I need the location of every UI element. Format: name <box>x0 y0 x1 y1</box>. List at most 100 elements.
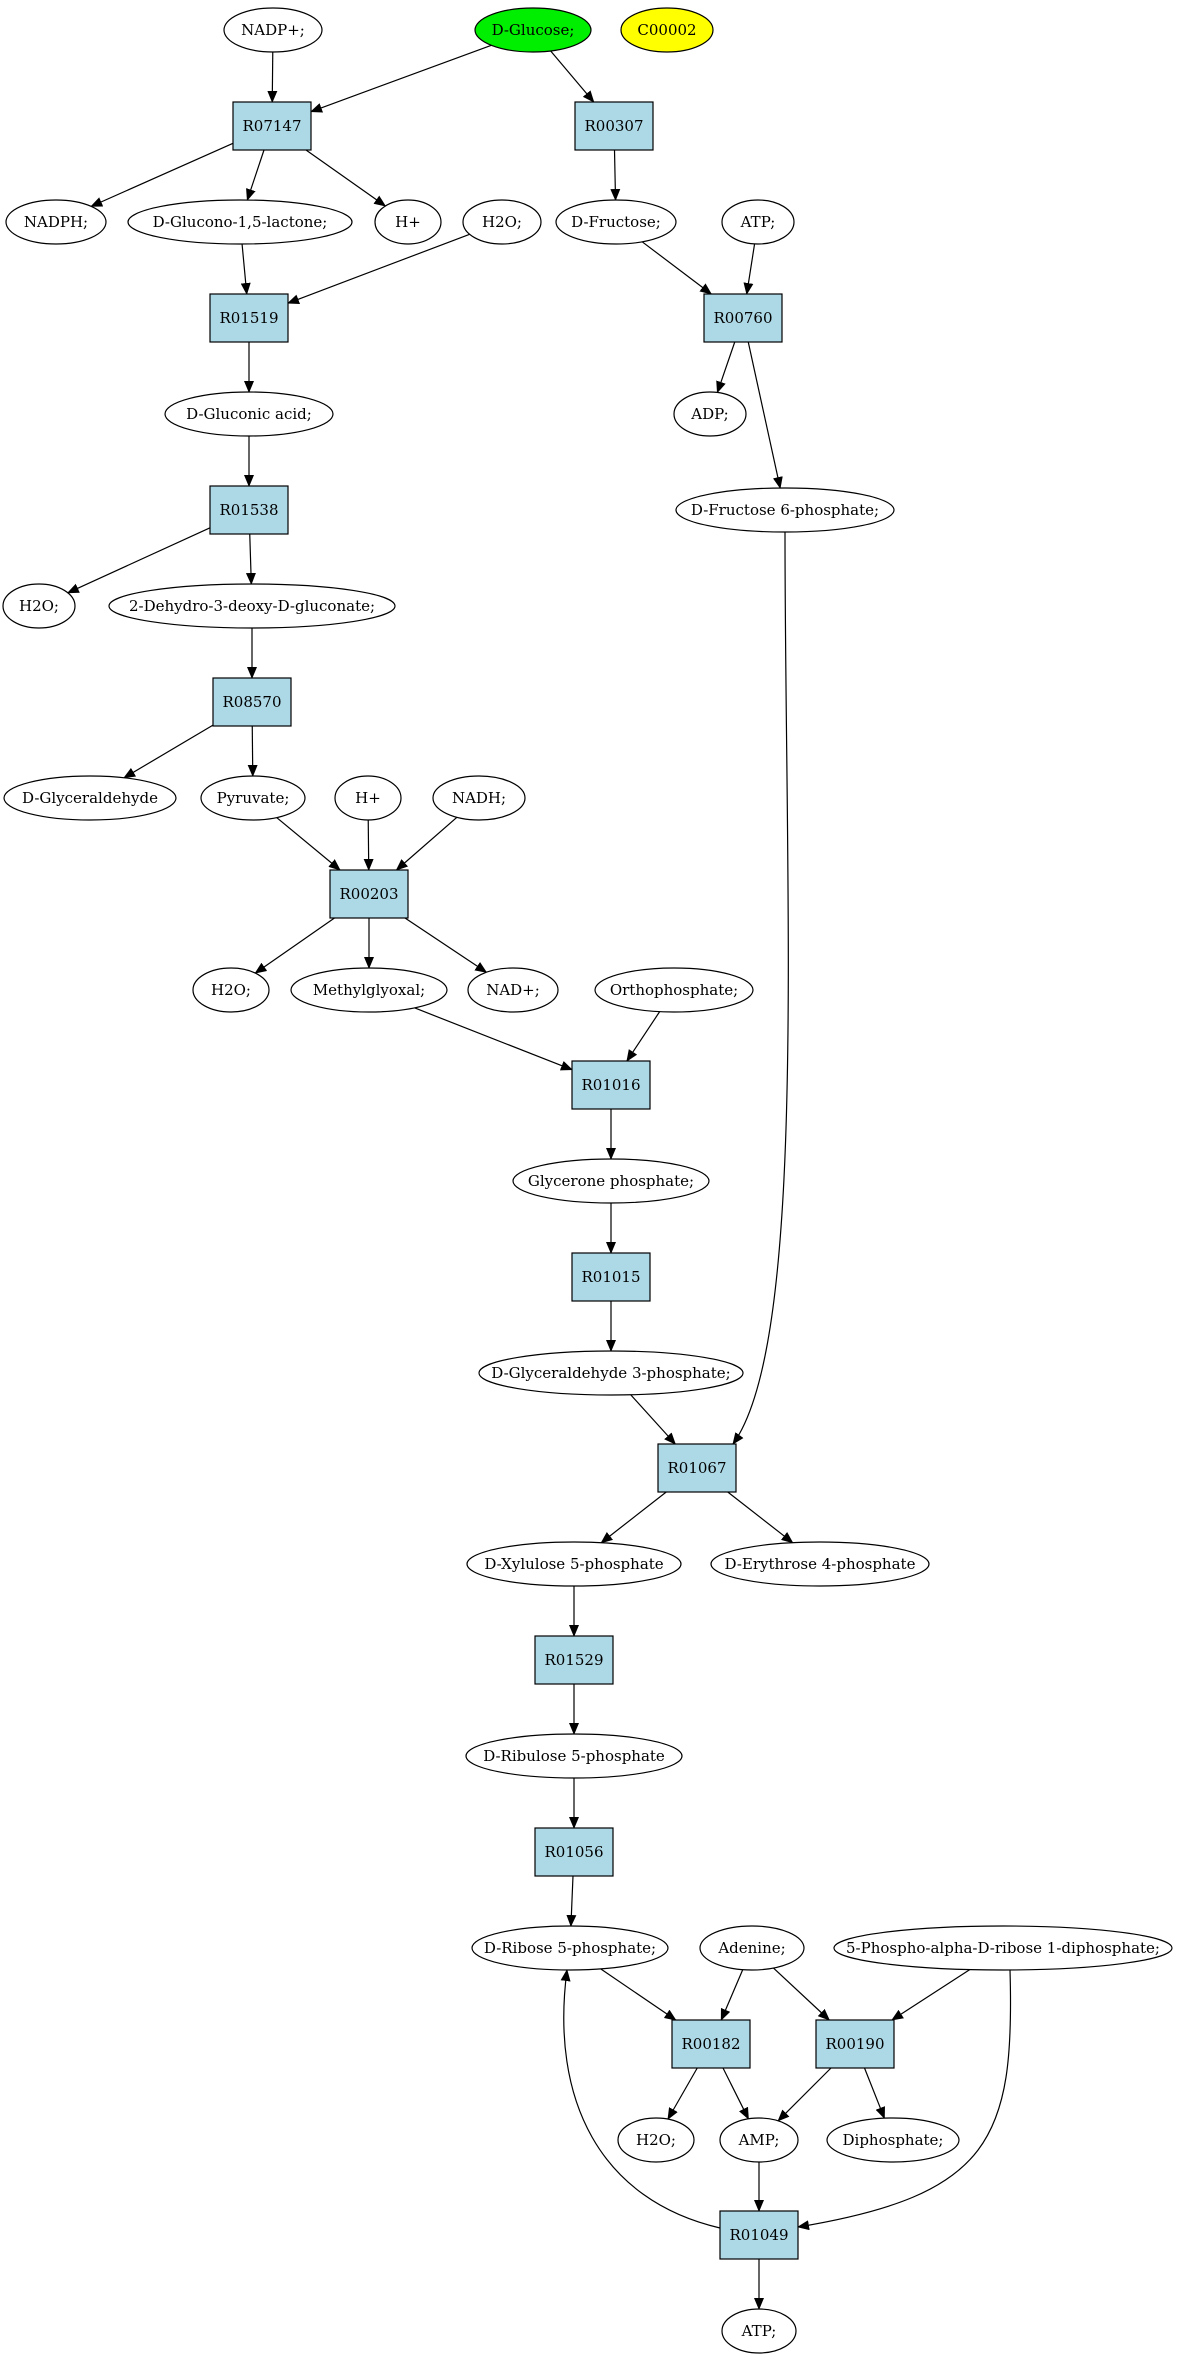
reaction-node-r01049[interactable]: R01049 <box>719 2210 799 2260</box>
reaction-box <box>657 1443 737 1493</box>
reaction-node-r01538[interactable]: R01538 <box>209 485 289 535</box>
compound-node-d_glucono_lactone[interactable]: D-Glucono-1,5-lactone; <box>127 199 353 245</box>
compound-node-dehydro_deoxy_gluconate[interactable]: 2-Dehydro-3-deoxy-D-gluconate; <box>108 583 396 629</box>
node-label: D-Glucose; <box>492 21 575 39</box>
compound-ellipse <box>471 1925 669 1971</box>
edge-r01067-to-d_xylulose_5p <box>600 1491 667 1544</box>
compound-ellipse <box>223 7 323 53</box>
compound-ellipse <box>108 583 396 629</box>
compound-node-d_ribose_5p[interactable]: D-Ribose 5-phosphate; <box>471 1925 669 1971</box>
reaction-node-r00190[interactable]: R00190 <box>815 2019 895 2069</box>
compound-node-glycerone_phosphate[interactable]: Glycerone phosphate; <box>512 1158 710 1204</box>
node-label: D-Gluconic acid; <box>186 405 312 423</box>
node-label: R01538 <box>219 501 278 519</box>
compound-node-diphosphate[interactable]: Diphosphate; <box>826 2117 960 2163</box>
node-label: R01067 <box>667 1459 726 1477</box>
compound-ellipse <box>512 1158 710 1204</box>
compound-node-nad_plus[interactable]: NAD+; <box>467 967 559 1013</box>
node-label: R00307 <box>584 117 643 135</box>
compound-node-d_fructose_6p[interactable]: D-Fructose 6-phosphate; <box>675 487 895 533</box>
compound-ellipse <box>432 775 526 821</box>
reaction-node-r00307[interactable]: R00307 <box>574 101 654 151</box>
node-label: D-Ribulose 5-phosphate <box>483 1747 665 1765</box>
node-label: H2O; <box>636 2131 676 2149</box>
compound-ellipse <box>826 2117 960 2163</box>
compound-node-d_glyceraldehyde_3p[interactable]: D-Glyceraldehyde 3-phosphate; <box>478 1350 744 1396</box>
reaction-node-r01015[interactable]: R01015 <box>571 1252 651 1302</box>
compound-node-nadph[interactable]: NADPH; <box>5 199 107 245</box>
compound-ellipse <box>699 1925 805 1971</box>
compound-node-h_plus_1[interactable]: H+ <box>374 199 442 245</box>
compound-ellipse <box>5 199 107 245</box>
reaction-box <box>212 677 292 727</box>
reaction-node-r01067[interactable]: R01067 <box>657 1443 737 1493</box>
compound-node-d_xylulose_5p[interactable]: D-Xylulose 5-phosphate <box>466 1541 682 1587</box>
compound-node-adenine[interactable]: Adenine; <box>699 1925 805 1971</box>
compound-ellipse <box>2 583 76 629</box>
reaction-node-r01016[interactable]: R01016 <box>571 1060 651 1110</box>
compound-node-d_fructose[interactable]: D-Fructose; <box>555 199 677 245</box>
node-label: R01016 <box>581 1076 640 1094</box>
compound-node-d_erythrose_4p[interactable]: D-Erythrose 4-phosphate <box>710 1541 930 1587</box>
node-label: ATP; <box>740 213 776 231</box>
compound-node-h2o_3[interactable]: H2O; <box>192 967 270 1013</box>
edge-h_plus_2-to-r00203 <box>363 819 374 871</box>
node-label: C00002 <box>637 21 696 39</box>
reaction-node-r00760[interactable]: R00760 <box>703 293 783 343</box>
node-label: R01049 <box>729 2226 788 2244</box>
reaction-box <box>815 2019 895 2069</box>
reaction-node-r08570[interactable]: R08570 <box>212 677 292 727</box>
compound-ellipse <box>478 1350 744 1396</box>
reaction-node-r01529[interactable]: R01529 <box>534 1635 614 1685</box>
node-label: R01519 <box>219 309 278 327</box>
reaction-node-r01519[interactable]: R01519 <box>209 293 289 343</box>
compound-node-h_plus_2[interactable]: H+ <box>334 775 402 821</box>
reaction-node-r00182[interactable]: R00182 <box>671 2019 751 2069</box>
compound-node-d_ribulose_5p[interactable]: D-Ribulose 5-phosphate <box>465 1733 683 1779</box>
compound-ellipse <box>374 199 442 245</box>
compound-node-d_gluconic_acid[interactable]: D-Gluconic acid; <box>164 391 334 437</box>
node-label: Diphosphate; <box>843 2131 944 2149</box>
edge-d_glucono_lactone-to-r01519 <box>240 243 251 295</box>
node-label: ATP; <box>741 2322 777 2340</box>
edge-adenine-to-r00190 <box>773 1967 830 2021</box>
edge-r01049-to-d_ribose_5p <box>560 1969 721 2229</box>
compound-ellipse <box>192 967 270 1013</box>
edge-prpp-to-r01049 <box>797 1969 1012 2231</box>
compound-node-pyruvate[interactable]: Pyruvate; <box>200 775 306 821</box>
compound-node-d_glyceraldehyde[interactable]: D-Glyceraldehyde <box>3 775 177 821</box>
reaction-node-r01056[interactable]: R01056 <box>534 1827 614 1877</box>
node-label: R00760 <box>713 309 772 327</box>
edge-r01067-to-d_erythrose_4p <box>727 1491 794 1544</box>
edge-nadp_plus-to-r07147 <box>267 51 278 103</box>
edge-atp_1-to-r00760 <box>743 243 756 295</box>
compound-node-h2o_1[interactable]: H2O; <box>462 199 542 245</box>
compound-node-nadh[interactable]: NADH; <box>432 775 526 821</box>
compound-node-methylglyoxal[interactable]: Methylglyoxal; <box>290 967 448 1013</box>
compound-ellipse <box>164 391 334 437</box>
compound-node-adp[interactable]: ADP; <box>673 391 747 437</box>
compound-node-atp_1[interactable]: ATP; <box>721 199 795 245</box>
compound-node-orthophosphate[interactable]: Orthophosphate; <box>594 967 754 1013</box>
node-label: Orthophosphate; <box>610 981 738 999</box>
compound-node-nadp_plus[interactable]: NADP+; <box>223 7 323 53</box>
reaction-node-r00203[interactable]: R00203 <box>329 869 409 919</box>
compound-node-prpp[interactable]: 5-Phospho-alpha-D-ribose 1-diphosphate; <box>833 1925 1173 1971</box>
edge-r01538-to-h2o_2 <box>66 527 211 594</box>
compound-node-c00002[interactable]: C00002 <box>620 7 714 53</box>
compound-node-h2o_4[interactable]: H2O; <box>617 2117 695 2163</box>
edge-d_glucose-to-r00307 <box>550 50 595 103</box>
compound-node-d_glucose[interactable]: D-Glucose; <box>474 7 592 53</box>
compound-node-atp_2[interactable]: ATP; <box>721 2308 797 2354</box>
reaction-box <box>571 1060 651 1110</box>
node-label: H2O; <box>19 597 59 615</box>
edge-r07147-to-h_plus_1 <box>305 149 387 207</box>
compound-node-h2o_2[interactable]: H2O; <box>2 583 76 629</box>
edge-layer <box>66 44 1012 2310</box>
edge-r08570-to-d_glyceraldehyde <box>123 724 214 779</box>
reaction-node-r07147[interactable]: R07147 <box>232 101 312 151</box>
node-label: D-Fructose; <box>571 213 661 231</box>
compound-node-amp[interactable]: AMP; <box>719 2117 799 2163</box>
